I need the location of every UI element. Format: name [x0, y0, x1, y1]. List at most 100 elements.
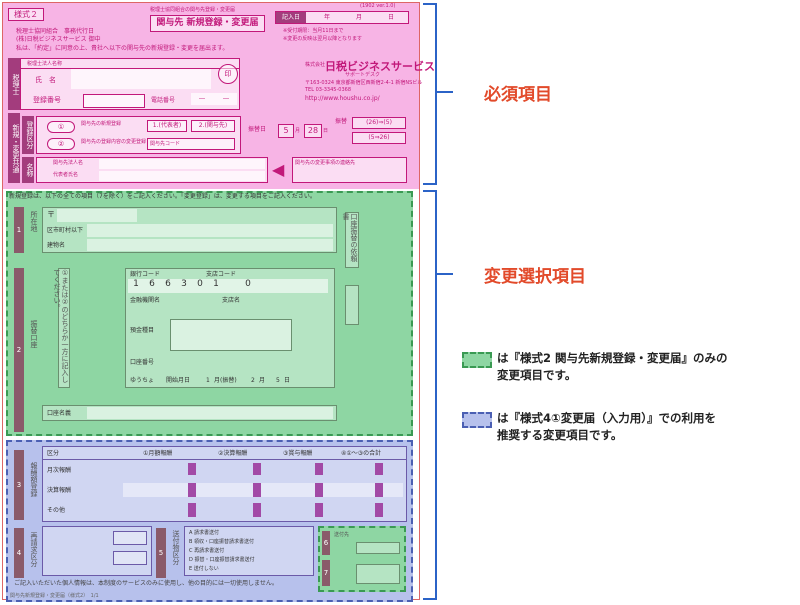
select-bracket-tick	[437, 273, 453, 275]
sec7-number: 7	[322, 560, 330, 586]
sec2-label: 振替口座	[30, 320, 38, 348]
required-callout: 必須項目	[484, 85, 552, 105]
select-callout: 変更選択項目	[484, 267, 586, 287]
yucho-label: ゆうちょ	[130, 377, 155, 384]
option-new-text: 関与先の新規登録	[81, 121, 122, 127]
fee-input-row[interactable]	[123, 483, 403, 497]
start-day[interactable]: 28	[304, 124, 322, 138]
send-option[interactable]: B 領収・口座振替請求書送付	[189, 539, 255, 545]
required-bracket	[423, 3, 437, 185]
agent-input-2[interactable]	[356, 564, 400, 584]
tax-accountant-block: 税理士法人名称 氏 名 登録番号 電話番号 ― ―	[20, 58, 240, 110]
client-name-label: 関与先法人名	[53, 160, 84, 166]
company-url: http://www.houshu.co.jp/	[305, 95, 380, 102]
period-unit-3: 日	[284, 377, 291, 384]
date-unit-month: 月	[356, 14, 363, 21]
agreement-text: 私は、「約定」に同意の上、貴社へ以下の関与先の新規登録・変更を届出ます。	[16, 45, 229, 52]
account-label: 口座番号	[130, 359, 155, 366]
sec5-label: 送付物区分	[172, 530, 180, 565]
building-input[interactable]	[87, 239, 333, 251]
holder-block: 口座名義	[42, 405, 337, 421]
sec1-number: 1	[14, 207, 24, 253]
sec4-label: 再請求区分	[30, 532, 38, 567]
deposit-label: 預金種目	[130, 327, 155, 334]
bank-code-digit: 0	[197, 279, 203, 289]
agent-input[interactable]	[356, 542, 400, 554]
bank-name-label: 金融機関名	[130, 297, 161, 304]
holder-label: 口座名義	[47, 410, 72, 417]
start-month-unit: 月	[295, 128, 301, 134]
client-code-field[interactable]: 関与先コード	[147, 138, 235, 150]
bank-code-digit: 3	[181, 279, 187, 289]
sec5-number: 5	[156, 528, 166, 578]
new-type-1[interactable]: 1.(代表者)	[147, 120, 187, 132]
address-block: 〒 区市町村以下 建物名	[42, 207, 337, 253]
bank-code-digit: 1	[133, 279, 139, 289]
registration-class-block: ① 関与先の新規登録 1.(代表者) 2.(関与先) ② 関与先の登録内容の変更…	[36, 116, 241, 154]
green-intro: 新規登録は、以下の全ての項目（7を除く）をご記入ください。「変更登録」は、変更す…	[9, 193, 316, 200]
new-type-2[interactable]: 2.(関与先)	[191, 120, 235, 132]
green-side-note: 口座振替の依頼書	[342, 212, 359, 268]
transfer-field-2[interactable]: (5⇒26)	[352, 132, 406, 144]
company-small: 株式会社	[305, 62, 326, 68]
form-title: 関与先 新規登録・変更届	[150, 15, 265, 32]
legend-blue-line2: 推奨する変更項目です。	[497, 428, 623, 442]
option-change[interactable]: ②	[47, 138, 75, 150]
tax-accountant-label: 税理士	[8, 58, 20, 110]
holder-input[interactable]	[87, 407, 333, 419]
sec4-number: 4	[14, 528, 24, 578]
rebill-yes[interactable]	[113, 531, 147, 545]
bank-code-input[interactable]: 1 6 6 3 0 1 0	[128, 279, 328, 293]
fee-col-header: ③賞与報酬	[283, 450, 313, 457]
name-input[interactable]	[71, 69, 211, 89]
send-option[interactable]: E 送付しない	[189, 566, 219, 572]
postal-mark: 〒	[47, 210, 55, 219]
sec6-number: 6	[322, 531, 330, 555]
phone-input[interactable]: ― ―	[191, 93, 237, 105]
deadline-note: ※受付期限：当月11日まで	[283, 28, 344, 34]
client-rep-label: 代表者氏名	[53, 172, 79, 178]
bank-code-digit	[224, 279, 240, 293]
legend-blue-line1: は『様式4①変更届（入力用）』での利用を	[497, 411, 716, 425]
account-block: 銀行コード 支店コード 1 6 6 3 0 1 0 金融機関名 支店名 預金種目…	[125, 268, 335, 388]
sec2-number: 2	[14, 268, 24, 432]
contact-note: 関与先の変更事項の連絡先	[292, 157, 407, 183]
transfer-label: 振替	[335, 118, 348, 125]
client-name-input[interactable]	[99, 159, 265, 169]
date-field[interactable]: 記入日 年 月 日	[275, 11, 409, 24]
option-new[interactable]: ①	[47, 121, 75, 133]
period-unit-1: 月(振替)	[214, 377, 237, 384]
client-name-side: 名称	[22, 157, 34, 183]
city-input[interactable]	[87, 224, 333, 237]
registration-input[interactable]	[83, 94, 145, 108]
company-name: 日税ビジネスサービス	[325, 60, 435, 73]
client-rep-input[interactable]	[99, 171, 265, 181]
transfer-field-1[interactable]: (26)⇒(5)	[352, 117, 406, 129]
bank-code-digit: 0	[245, 279, 251, 289]
branch-name-label: 支店名	[222, 297, 241, 304]
sec1-label: 所在地	[30, 211, 38, 232]
legend-green-line2: 変更項目です。	[497, 368, 577, 382]
postal-code-input[interactable]	[57, 209, 137, 222]
send-option[interactable]: D 振替・口座振替請求書送付	[189, 557, 255, 563]
select-bracket	[423, 190, 437, 600]
send-option[interactable]: A 請求書送付	[189, 530, 220, 536]
deposit-input[interactable]	[170, 319, 292, 351]
send-option[interactable]: C 再請求書送付	[189, 548, 225, 554]
arrow-left-icon: ◀	[272, 160, 285, 179]
fee-col-header: ①月額報酬	[143, 450, 173, 457]
company-tel: TEL 03-3345-0368	[305, 87, 352, 93]
side-box	[345, 285, 359, 325]
bank-code-digit: 6	[165, 279, 171, 289]
fee-row-label: その他	[47, 507, 66, 514]
header-small: 税理士協同組合の関与先登録・変更届	[150, 7, 236, 13]
legend-green-line1: は『様式2 関与先新規登録・変更届』のみの	[497, 351, 728, 365]
client-name-block: 関与先法人名 代表者氏名	[36, 157, 268, 183]
rebill-no[interactable]	[113, 551, 147, 565]
bank-code-digit: 1	[213, 279, 219, 289]
start-month[interactable]: 5	[278, 124, 294, 138]
privacy-note: ご記入いただいた個人情報は、本制度のサービスのみに使用し、他の目的には一切使用し…	[14, 580, 278, 587]
sec6-7-zone: 6 7 送付先	[318, 526, 406, 592]
option-change-text: 関与先の登録内容の変更登録	[81, 139, 147, 145]
company-sub: サポートデスク	[345, 72, 381, 78]
